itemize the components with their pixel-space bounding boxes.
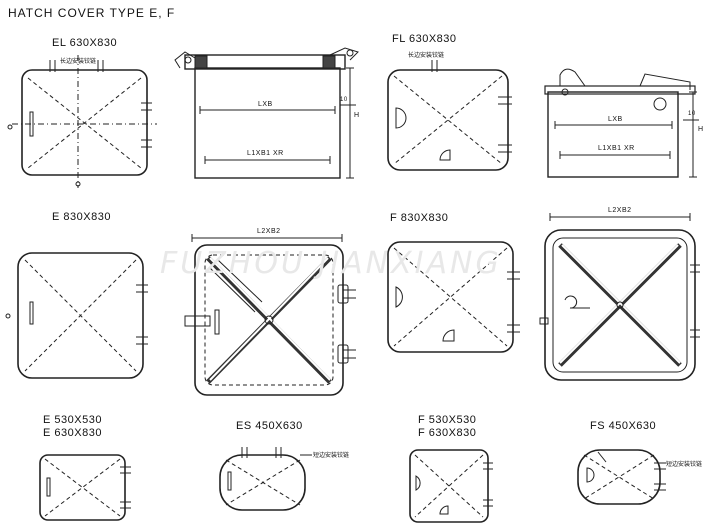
dim-ten-el: 10 <box>340 97 348 103</box>
el-side-elevation <box>174 47 359 179</box>
dim-l2xb2-f: L2XB2 <box>608 207 632 214</box>
fl-side-elevation <box>544 68 699 178</box>
es-plan-view <box>219 447 312 511</box>
e830-detail-view <box>184 234 356 396</box>
fl-plan-view <box>387 60 512 171</box>
label-e630: E 630X830 <box>43 427 102 439</box>
label-e530: E 530X530 <box>43 414 102 426</box>
fs-plan-view <box>577 449 666 505</box>
f830-plan-view <box>387 241 520 353</box>
dim-ten-fl: 10 <box>688 111 696 117</box>
label-es: ES 450X630 <box>236 420 303 432</box>
note-fl: 长边安装铰链 <box>408 53 445 59</box>
label-el: EL 630X830 <box>52 37 118 49</box>
label-f530: F 530X530 <box>418 414 477 426</box>
page-title: HATCH COVER TYPE E, F <box>8 6 176 20</box>
label-fl: FL 630X830 <box>392 33 457 45</box>
e830-plan-view <box>5 252 148 379</box>
e530-plan-view <box>39 454 131 521</box>
dim-l1xb1-el: L1XB1 XR <box>247 150 284 157</box>
dim-l2xb2-e: L2XB2 <box>257 228 281 235</box>
dim-h-el: H <box>354 112 360 119</box>
f830-detail-view <box>539 213 700 381</box>
note-el: 长边安装铰链 <box>60 59 97 65</box>
note-fs: 短边安装铰链 <box>666 462 703 468</box>
label-fs: FS 450X630 <box>590 420 657 432</box>
dim-lxb-fl: LXB <box>608 116 623 123</box>
label-f630: F 630X830 <box>418 427 477 439</box>
dim-lxb-el: LXB <box>258 101 273 108</box>
label-e830: E 830X830 <box>52 211 111 223</box>
label-f830: F 830X830 <box>390 212 449 224</box>
dim-h-fl: H <box>698 126 704 133</box>
f530-plan-view <box>409 449 493 523</box>
dim-l1xb1-fl: L1XB1 XR <box>598 145 635 152</box>
el-plan-view <box>7 55 157 188</box>
note-es: 短边安装铰链 <box>313 453 350 459</box>
